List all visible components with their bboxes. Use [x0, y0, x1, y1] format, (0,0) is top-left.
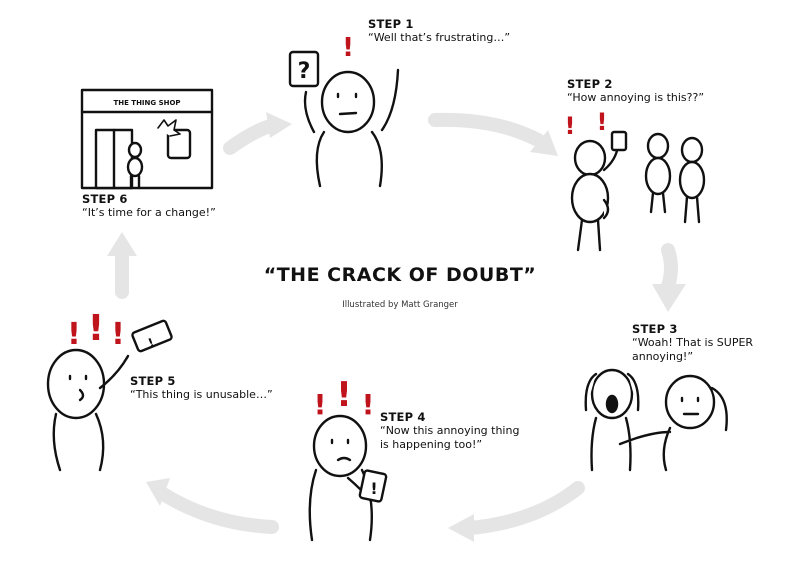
diagram-title: “THE CRACK OF DOUBT” — [0, 264, 800, 286]
step-quote: “This thing is unusable…” — [130, 388, 273, 402]
step-title: STEP 6 — [82, 192, 216, 206]
exclamation-icon: ! — [342, 33, 354, 63]
step2-figures: ! ! — [565, 108, 704, 250]
alert-card-icon: ! — [370, 479, 377, 498]
exclamation-icon: ! — [336, 375, 352, 415]
step-quote-line: annoying!” — [632, 350, 753, 364]
step-5-label: STEP 5 “This thing is unusable…” — [130, 374, 273, 402]
step-title: STEP 1 — [368, 17, 510, 31]
shop-building: THE THING SHOP — [82, 90, 212, 188]
step-6-label: STEP 6 “It’s time for a change!” — [82, 192, 216, 220]
exclamation-icon: ! — [111, 317, 125, 352]
step1-figure: ? ! — [290, 33, 398, 186]
step-quote: “It’s time for a change!” — [82, 206, 216, 220]
arrowhead-3-4 — [448, 514, 474, 542]
question-card-icon: ? — [298, 59, 311, 84]
step-title: STEP 2 — [567, 77, 704, 91]
cycle-arrow-3-4 — [470, 488, 578, 528]
exclamation-icon: ! — [362, 388, 375, 421]
step3-figures — [586, 370, 727, 470]
arrowhead-6-1 — [266, 112, 292, 138]
arrowhead-5-6 — [107, 232, 137, 256]
step-quote: “Well that’s frustrating…” — [368, 31, 510, 45]
cycle-arrow-4-5 — [160, 492, 272, 527]
cycle-arrow-1-2 — [435, 120, 538, 140]
step-title: STEP 3 — [632, 322, 753, 336]
step4-figure: ! ! ! ! — [310, 375, 387, 540]
step-quote-line: is happening too!” — [380, 438, 519, 452]
step-title: STEP 5 — [130, 374, 273, 388]
step-3-label: STEP 3 “Woah! That is SUPER annoying!” — [632, 322, 753, 364]
step-quote-line: “Woah! That is SUPER — [632, 336, 753, 350]
cycle-arrow-6-1 — [230, 126, 270, 148]
step-quote-line: “Now this annoying thing — [380, 424, 519, 438]
step-1-label: STEP 1 “Well that’s frustrating…” — [368, 17, 510, 45]
exclamation-icon: ! — [565, 112, 576, 140]
exclamation-icon: ! — [67, 317, 81, 352]
shop-sign-text: THE THING SHOP — [113, 99, 180, 107]
step-2-label: STEP 2 “How annoying is this??” — [567, 77, 704, 105]
illustrator-credit: Illustrated by Matt Granger — [0, 300, 800, 310]
step-quote: “How annoying is this??” — [567, 91, 704, 105]
exclamation-icon: ! — [88, 308, 104, 349]
step-title: STEP 4 — [380, 410, 519, 424]
exclamation-icon: ! — [314, 388, 327, 421]
step-4-label: STEP 4 “Now this annoying thing is happe… — [380, 410, 519, 452]
exclamation-icon: ! — [597, 108, 608, 136]
